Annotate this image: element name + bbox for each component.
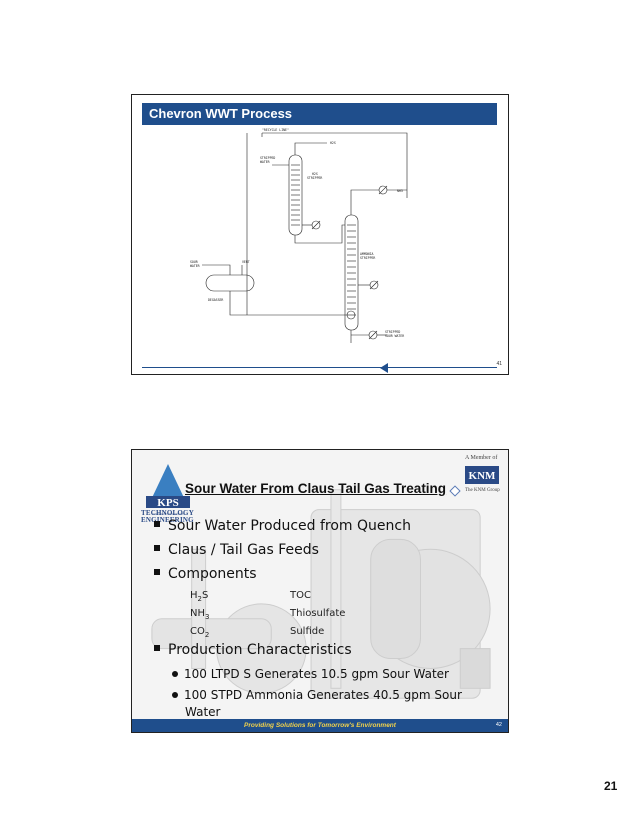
- production-item: 100 STPD Ammonia Generates 40.5 gpm Sour: [172, 688, 462, 702]
- bullet-item: Claus / Tail Gas Feeds: [154, 542, 319, 558]
- component-sulfide: Sulfide: [290, 626, 325, 637]
- member-label: A Member of: [465, 455, 498, 461]
- svg-text:KPS: KPS: [157, 497, 178, 509]
- slide-title: Chevron WWT Process: [142, 103, 497, 125]
- square-bullet-icon: [154, 545, 160, 551]
- component-nh3: NH3: [190, 608, 210, 621]
- svg-text:KNM: KNM: [469, 470, 497, 482]
- svg-text:H2S: H2S: [330, 141, 336, 145]
- bullet-item: Sour Water Produced from Quench: [154, 518, 411, 534]
- component-co2: CO2: [190, 626, 210, 639]
- component-thiosulfate: Thiosulfate: [290, 608, 346, 619]
- knm-group-label: The KNM Group: [465, 488, 500, 493]
- svg-text:VENT: VENT: [242, 260, 250, 264]
- process-flow-diagram: "RECYCLE LINE" H2S STRIPPED WATER H2S ST…: [190, 128, 408, 343]
- svg-text:STRIPPED: STRIPPED: [385, 330, 400, 334]
- svg-text:SOUR: SOUR: [190, 260, 198, 264]
- svg-text:WATER: WATER: [260, 160, 270, 164]
- footer-tagline: Providing Solutions for Tomorrow's Envir…: [244, 722, 396, 729]
- logo-text-engineering: ENGINEERING: [141, 516, 194, 524]
- slide-chevron-wwt-process: Chevron WWT Process: [131, 94, 509, 375]
- component-h2s: H2S: [190, 590, 209, 603]
- svg-text:STRIPPER: STRIPPER: [307, 176, 322, 180]
- footer-line: [142, 367, 497, 368]
- bullet-item: Components: [154, 566, 257, 582]
- square-bullet-icon: [154, 569, 160, 575]
- industrial-background-image: [132, 450, 508, 732]
- square-bullet-icon: [154, 521, 160, 527]
- production-item-continued: Water: [185, 705, 221, 719]
- svg-text:STRIPPED: STRIPPED: [260, 156, 275, 160]
- square-bullet-icon: [154, 645, 160, 651]
- kps-logo: KPS: [146, 464, 190, 515]
- svg-text:DEGASSER: DEGASSER: [208, 298, 223, 302]
- svg-text:NH3: NH3: [397, 189, 403, 193]
- knm-logo: KNM: [465, 466, 499, 484]
- label-recycle-line: "RECYCLE LINE": [262, 128, 289, 132]
- production-item: 100 LTPD S Generates 10.5 gpm Sour Water: [172, 667, 449, 681]
- slide-page-number: 42: [495, 722, 502, 728]
- svg-text:AMMONIA: AMMONIA: [360, 252, 374, 256]
- svg-text:H2S: H2S: [312, 172, 318, 176]
- bullet-item: Production Characteristics: [154, 642, 352, 658]
- slide-page-number: 41: [496, 361, 502, 367]
- footer-bar: [132, 719, 508, 732]
- footer-arrow-icon: [380, 363, 388, 373]
- svg-text:STRIPPER: STRIPPER: [360, 256, 375, 260]
- round-bullet-icon: [172, 691, 178, 698]
- svg-text:WATER: WATER: [190, 264, 200, 268]
- logo-text-technology: TECHNOLOGY: [141, 509, 194, 517]
- round-bullet-icon: [172, 670, 178, 677]
- svg-text:SOUR WATER: SOUR WATER: [385, 334, 404, 338]
- page-number: 21: [604, 779, 618, 793]
- slide-title: Sour Water From Claus Tail Gas Treating: [185, 481, 447, 496]
- slide-sour-water: KPS TECHNOLOGY ENGINEERING A Member of K…: [131, 449, 509, 733]
- component-toc: TOC: [290, 590, 311, 601]
